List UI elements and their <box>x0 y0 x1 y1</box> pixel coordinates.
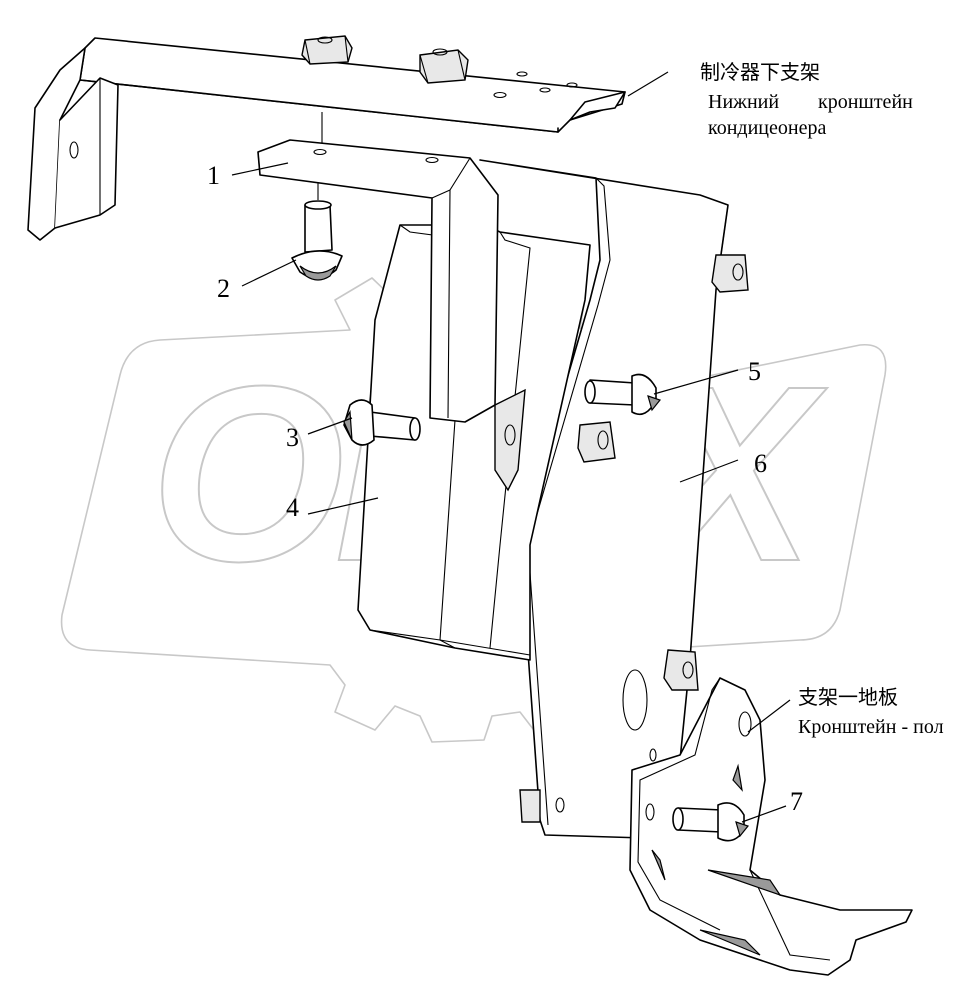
leader-6 <box>679 459 739 483</box>
annotation-top-ru-word1: Нижний <box>708 91 779 113</box>
leader-2 <box>241 259 297 287</box>
clip-nut <box>301 35 353 65</box>
annotation-top: 制冷器下支架 Нижний кронштейн кондицеонера <box>700 61 913 139</box>
callout-numbers: 1 2 3 4 5 6 7 <box>207 161 803 816</box>
leader-lines <box>231 71 791 823</box>
leader-4 <box>307 497 379 515</box>
callout-5: 5 <box>748 357 761 386</box>
annotation-top-ru-line2: кондицеонера <box>708 117 826 139</box>
annotation-bottom: 支架一地板 Кронштейн - пол <box>798 686 944 738</box>
leader-7 <box>741 805 787 823</box>
part-5-bolt <box>584 373 662 416</box>
part-7-bolt <box>672 802 750 842</box>
clip-nut <box>711 254 749 293</box>
leader-3 <box>307 417 353 435</box>
annotation-bottom-ru: Кронштейн - пол <box>798 716 944 738</box>
leader-5 <box>653 369 739 395</box>
part-6-mounting-plate <box>479 159 749 839</box>
clip-nut <box>663 649 699 691</box>
callout-3: 3 <box>286 423 299 452</box>
leader-top-annotation <box>627 71 669 97</box>
leader-bottom-annotation <box>747 699 791 733</box>
clip-nut <box>419 48 469 84</box>
callout-4: 4 <box>286 493 299 522</box>
callout-1: 1 <box>207 161 220 190</box>
annotation-top-zh: 制冷器下支架 <box>700 61 820 84</box>
clip-nut <box>577 421 616 463</box>
annotation-bottom-zh: 支架一地板 <box>798 686 898 709</box>
callout-6: 6 <box>754 449 767 478</box>
part-1-upper-bracket <box>257 139 499 423</box>
callout-2: 2 <box>217 274 230 303</box>
callout-7: 7 <box>790 787 803 816</box>
ac-lower-bracket <box>27 35 626 241</box>
floor-bracket <box>629 677 913 976</box>
part-2-pin <box>291 200 343 281</box>
leader-1 <box>231 162 289 176</box>
annotation-top-ru-word2: кронштейн <box>818 91 913 113</box>
clip-nut <box>519 789 541 823</box>
